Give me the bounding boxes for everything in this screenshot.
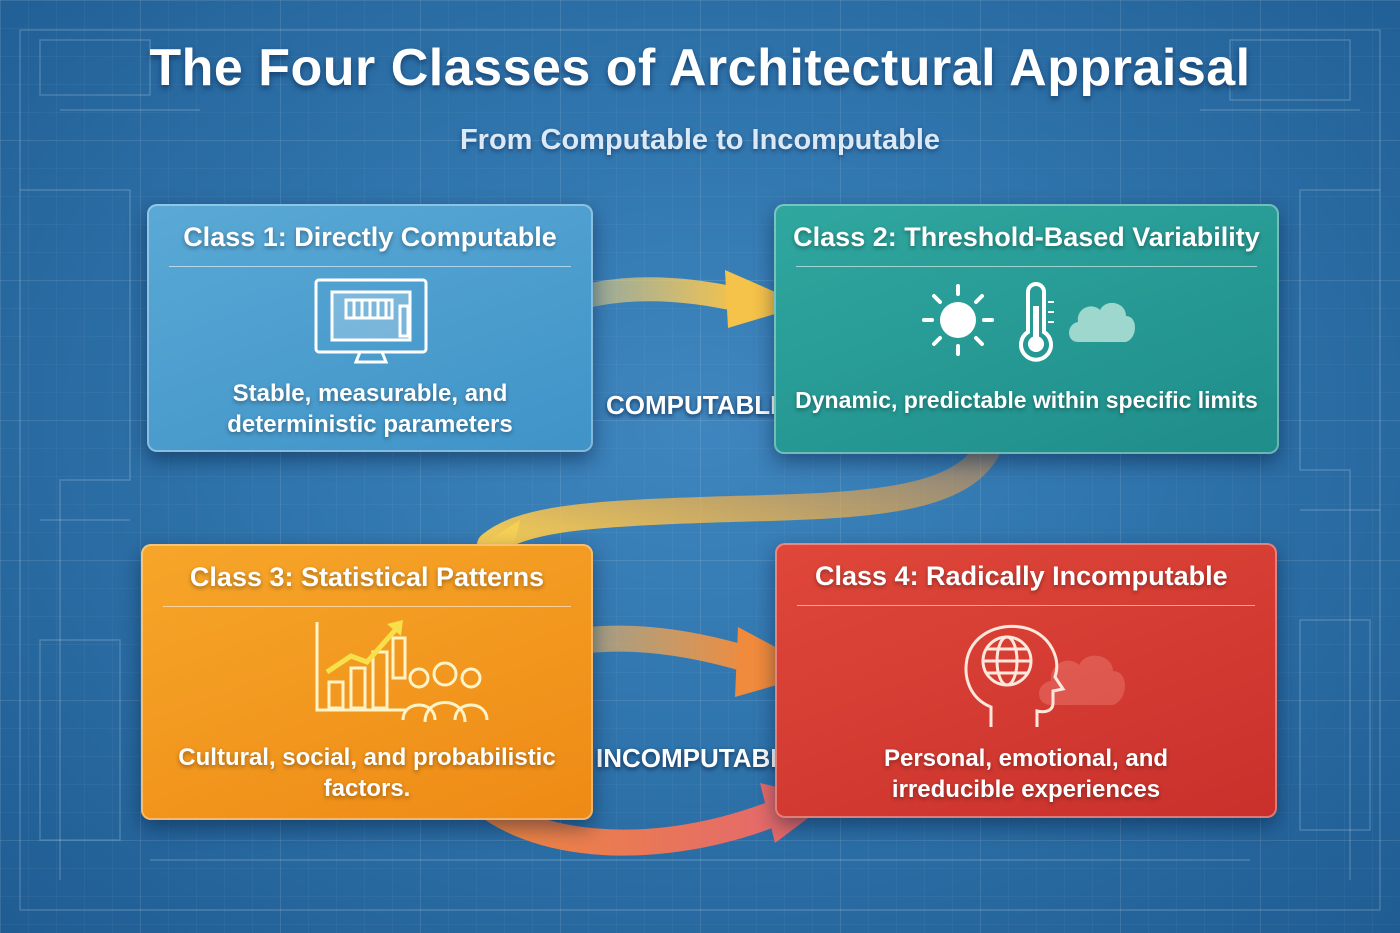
cloud-icon — [1039, 655, 1125, 705]
bar-chart-trend-icon — [315, 620, 407, 712]
thermometer-icon — [1019, 282, 1054, 362]
class-3-description: Cultural, social, and probabilistic fact… — [178, 744, 556, 803]
computable-label: COMPUTABLE — [606, 390, 788, 420]
class-3-heading: Class 3: Statistical Patterns — [189, 562, 545, 592]
class-1-heading: Class 1: Directly Computable — [183, 222, 557, 252]
page-subtitle: From Computable to Incomputable — [459, 124, 941, 156]
class-3-card: Class 3: Statistical Patterns Cultural, … — [141, 544, 593, 820]
class-4-card: Class 4: Radically Incomputable Personal… — [775, 543, 1277, 818]
class-1-card: Class 1: Directly Computable Stable, mea… — [147, 204, 593, 452]
divider — [163, 606, 571, 607]
class-2-card: Class 2: Threshold-Based Variability Dyn… — [774, 204, 1279, 454]
class-2-heading: Class 2: Threshold-Based Variability — [793, 222, 1260, 252]
class-1-description: Stable, measurable, and deterministic pa… — [227, 380, 513, 439]
divider — [169, 266, 571, 267]
cloud-icon — [1069, 302, 1135, 342]
head-globe-icon — [964, 624, 1066, 727]
computer-monitor-icon — [314, 278, 428, 364]
divider — [796, 266, 1257, 267]
divider — [797, 605, 1255, 606]
class-4-heading: Class 4: Radically Incomputable — [815, 561, 1228, 591]
page-title: The Four Classes of Architectural Apprai… — [149, 39, 1251, 97]
people-group-icon — [401, 661, 489, 723]
sun-icon — [922, 284, 994, 356]
class-2-description: Dynamic, predictable within specific lim… — [795, 387, 1258, 413]
class-4-description: Personal, emotional, and irreducible exp… — [883, 745, 1169, 804]
incomputable-label: INCOMPUTABLE — [596, 743, 804, 773]
